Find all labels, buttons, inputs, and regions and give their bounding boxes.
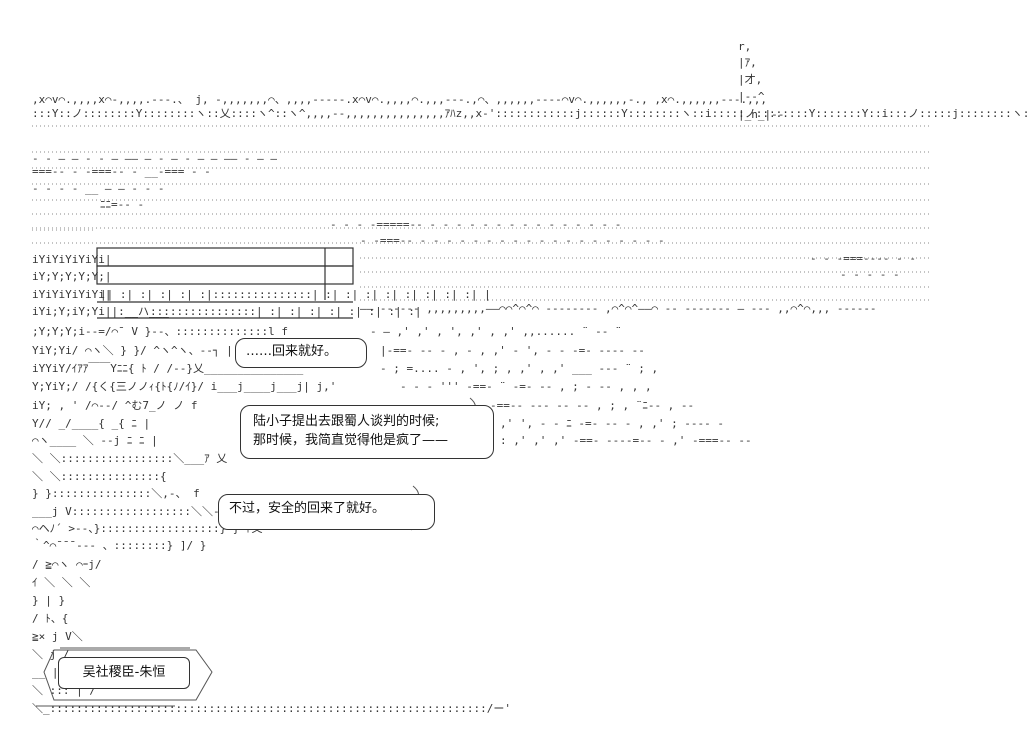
svg-text:‐ ‐ ‐ ''' ‐==‐ ¨: ‐ ‐ ‐ ''' ‐==‐ ¨ ‐=‐ ‐‐ , ; ‐ ‐‐ , , ,	[400, 380, 652, 393]
speech-bubble-back-safely: ……回来就好。	[235, 338, 367, 368]
svg-text:Y;YiY;/ /{く{三ノノｨ{ﾄ{ﾉ/ｲ}/ i___j: Y;YiY;/ /{く{三ノノｨ{ﾄ{ﾉ/ｲ}/ i___j____j___j|…	[32, 380, 336, 393]
svg-text:___j V::::::::::::::::: ___j V::::::::::::::::::＼＼--、|	[32, 505, 244, 518]
svg-text:|ｱ,: |ｱ,	[738, 56, 757, 69]
speech-line-2a: 陆小子提出去跟蜀人谈判的时候;	[253, 414, 440, 429]
svg-text:} | }: } | }	[32, 594, 65, 607]
svg-text:‐ ; =.... ‐ ,: ‐ ; =.... ‐ , ', ; , ,' , ,' ___ ‐‐‐ ¨ ;…	[380, 362, 658, 375]
svg-text:≧×: ≧× j V＼	[32, 630, 83, 643]
svg-text:,' ', ‐ ‐ ﾆ: ,' ', ‐ ‐ ﾆ ‐=‐ ‐‐ ‐ , ,' ; ‐‐‐‐ ‐	[500, 417, 724, 430]
svg-text:|--^: |--^	[738, 90, 765, 103]
svg-text:Y// _/____{ _{ ﾆ: Y// _/____{ _{ ﾆ |	[32, 417, 150, 430]
speech-bubble-returned-safely: 不过，安全的回来了就好。	[218, 494, 435, 530]
svg-text:} }:::::::::::::::＼,-、: } }:::::::::::::::＼,-、 f	[32, 487, 200, 500]
svg-text:iY; , ' /⌒--/ ^む7_ノ ノ: iY; , ' /⌒--/ ^む7_ノ ノ f	[32, 399, 197, 412]
svg-text:|-==- ‐‐ ‐ , ‐ ,: |-==- ‐‐ ‐ , ‐ , ,' ‐ ', ‐ ‐ ‐=‐ ‐‐‐‐ ‐‐	[380, 344, 645, 357]
svg-text:‐ ― ,' ,': ‐ ― ,' ,' , ', ,' , ,' ,,...... ¨ ‐‐ ¨	[370, 325, 622, 338]
svg-text:ﾆﾆ=-- ‐: ﾆﾆ=-- ‐	[100, 198, 144, 211]
ship-deck-structure: iYiYiYiYiYi| iY;Y;Y;Y;Y;| iYiYiYiYiYi| i…	[32, 229, 491, 319]
svg-text:⌒ヽ____ ＼ ‐‐j ﾆ ﾆ: ⌒ヽ____ ＼ ‐‐j ﾆ ﾆ |	[32, 434, 158, 447]
svg-text::::Y::ノ::::::::Y::::::::ヽ::乂::: :::Y::ノ::::::::Y::::::::ヽ::乂::::ヽ^::ヽ^,,…	[32, 107, 1031, 120]
svg-text:｀^⌒¯¯¯--- 、::::::::} ]/ }: ｀^⌒¯¯¯--- 、::::::::} ]/ }	[32, 537, 206, 552]
svg-text:iYiYiYiYiYi|: iYiYiYiYiYi|	[32, 288, 111, 301]
svg-text:‐ ‐ ‐ ‐ ‐: ‐ ‐ ‐ ‐ ‐	[840, 268, 900, 281]
svg-text:iYiYiYiYiYi|: iYiYiYiYiYi|	[32, 253, 111, 266]
svg-text:‐ ‐ ‐ ‐=====-- ‐ ‐ ‐ ‐ ‐ ‐ ‐ ‐: ‐ ‐ ‐ ‐=====-- ‐ ‐ ‐ ‐ ‐ ‐ ‐ ‐ ‐ ‐ ‐ ‐ ‐…	[330, 218, 621, 231]
svg-text:＼ ＼:::::::::::::::{: ＼ ＼:::::::::::::::{	[32, 470, 167, 483]
svg-text:‐ ‐===-- ‐ ‐ ‐ ‐ ‐ ‐ ‐ ‐ ‐ ‐ ‐: ‐ ‐===-- ‐ ‐ ‐ ‐ ‐ ‐ ‐ ‐ ‐ ‐ ‐ ‐ ‐ ‐ ‐ ‐…	[360, 234, 665, 247]
speech-line-1: ……回来就好。	[246, 344, 338, 359]
svg-text:,x⌒v⌒.,,,,x⌒-,,,,.---.、: ,x⌒v⌒.,,,,x⌒-,,,,.---.、 j, -,,,,,,,⌒、,,,…	[32, 93, 767, 106]
speech-line-2b: 那时候，我简直觉得他是疯了——	[253, 433, 449, 448]
speaker-name-plate: 吴社稷臣-朱恒	[58, 657, 190, 689]
wave-marks: ‐ ― ,' ,' , ', ,' , ,' ,,...... ¨ ‐‐ ¨ |…	[370, 325, 752, 447]
horizon-ridge: ,x⌒v⌒.,,,,x⌒-,,,,.---.、 j, -,,,,,,,⌒、,,,…	[32, 93, 1031, 127]
svg-text:iY;Y;Y;Y;Y;|: iY;Y;Y;Y;Y;|	[32, 270, 111, 283]
svg-text:|_n_|--: |_n_|--	[738, 108, 784, 121]
svg-text:＼_::::::::::::::::::::::::::::: ＼_::::::::::::::::::::::::::::::::::::::…	[32, 702, 511, 715]
svg-text:: ,' ,' ,' ‐==‐: : ,' ,' ,' ‐==‐ ‐‐‐‐=‐‐ ‐ ,' ‐===‐‐ ‐‐	[500, 434, 752, 447]
svg-text:iYi;Y;iY;Yi||:__ハ___: iYi;Y;iY;Yi||:__ハ___	[32, 305, 169, 318]
svg-text:＼ ＼:::::::::::::::::＼___ｱ: ＼ ＼:::::::::::::::::＼___ｱ 乂	[32, 452, 227, 465]
svg-text:::::::::::::::::| :| :| :| :|: ::::::::::::::::| :| :| :| :| :| :| :| :…	[150, 305, 422, 318]
svg-text:r,: r,	[738, 40, 751, 53]
svg-text:;Y;Y;Y;i--=/⌒¯ V }--、::: ;Y;Y;Y;i--=/⌒¯ V }--、::::::::::::::l f	[32, 325, 288, 338]
flag-pole: r, |ｱ, |才, |--^ |_n_|--	[738, 40, 784, 121]
speaker-name: 吴社稷臣-朱恒	[82, 665, 166, 680]
svg-text:/ ﾄ、{: / ﾄ、{	[32, 612, 68, 625]
svg-text:|才,: |才,	[738, 72, 762, 86]
svg-text:⌒ヘﾉ´ >--、}::::::::::::::::::}: ⌒ヘﾉ´ >--、}::::::::::::::::::} } ﾄ乂	[32, 522, 263, 535]
svg-text:‐ ‐ ‐===---- ‐ ‐: ‐ ‐ ‐===---- ‐ ‐	[810, 252, 916, 265]
speech-bubble-negotiation: 陆小子提出去跟蜀人谈判的时候; 那时候，我简直觉得他是疯了——	[240, 405, 494, 459]
svg-text:‐ ‐ ‐ ‐ __ ― ― ‐: ‐ ‐ ‐ ‐ __ ― ― ‐ ‐ ‐	[32, 182, 164, 195]
svg-text:iYYiY/ｲｱｱ￣￣Yﾆﾆ{ ﾄ / /--}: iYYiY/ｲｱｱ￣￣Yﾆﾆ{ ﾄ / /--}乂_______________	[32, 361, 304, 375]
svg-text:ｲ ＼: ｲ ＼ ＼ ＼	[32, 576, 90, 589]
dotted-field: ‐ ‐ ― ― ‐ ‐ ― ―― ― ‐ ― ‐ ― ― ―― ‐ ― ― ==…	[32, 151, 930, 315]
svg-text:===-- ‐: ===-- ‐ ‐===-- ‐ __‐=== ‐ ‐	[32, 165, 211, 178]
svg-text:/ ≧⌒ヽ ⌒ｰj/: / ≧⌒ヽ ⌒ｰj/	[32, 558, 101, 571]
svg-text:YiY;Yi/ ⌒ヽ＼ } }/ ^ヽ^ヽ、--┐ |: YiY;Yi/ ⌒ヽ＼ } }/ ^ヽ^ヽ、--┐ |	[32, 344, 233, 357]
svg-text:‐==‐‐ ‐‐‐ ‐‐ ‐‐ ,: ‐==‐‐ ‐‐‐ ‐‐ ‐‐ , ; , ¨ﾆ‐‐ , ‐‐	[490, 399, 694, 412]
character-figure: ;Y;Y;Y;i--=/⌒¯ V }--、::::::::::::::l f Y…	[32, 325, 511, 715]
speech-line-3: 不过，安全的回来了就好。	[229, 501, 386, 516]
svg-text:|| :| :| :| :| :|:::::::::::::: || :| :| :| :| :|:::::::::::::::| :| :| …	[100, 288, 491, 301]
svg-text:‐ ‐ ― ― ‐ ‐: ‐ ‐ ― ― ‐ ‐ ― ―― ― ‐ ― ‐ ― ― ―― ‐ ― ―	[32, 152, 277, 165]
svg-text:―― ‐-‐‐‐‐ ,,,,,,,,,――⌒⌒^⌒^⌒ ‐-: ―― ‐-‐‐‐‐ ,,,,,,,,,――⌒⌒^⌒^⌒ ‐-‐‐‐‐-- ,⌒^…	[360, 302, 877, 315]
